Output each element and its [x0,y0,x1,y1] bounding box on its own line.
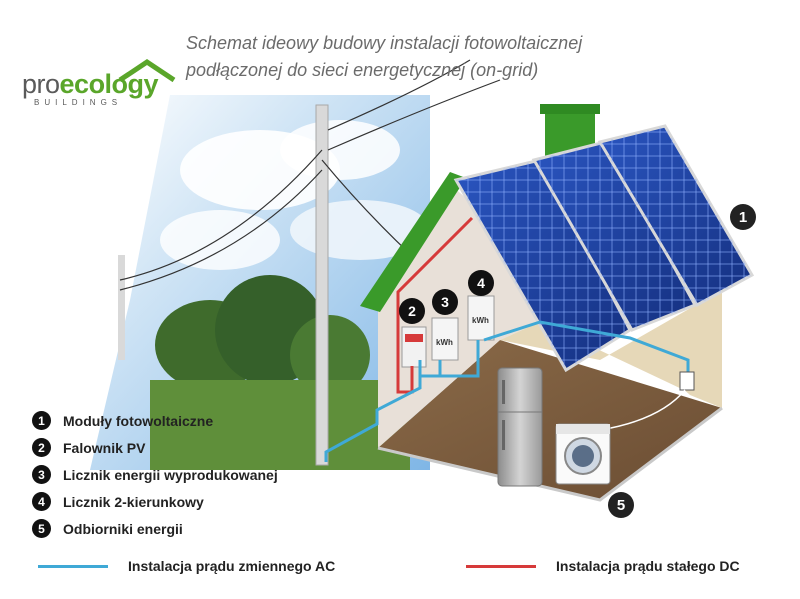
legend-label: Licznik 2-kierunkowy [63,493,204,510]
inverter-device [401,326,427,368]
legend-label: Moduły fotowoltaiczne [63,412,214,429]
meter-bidirectional [467,295,495,341]
legend-item: 4 Licznik 2-kierunkowy [32,488,278,515]
legend-label: Falownik PV [63,439,146,456]
legend-number: 5 [32,519,51,538]
ac-line-label: Instalacja prądu zmiennego AC [128,558,336,574]
refrigerator [497,367,543,487]
dc-line-label: Instalacja prądu stałego DC [556,558,740,574]
legend-item: 5 Odbiorniki energii [32,515,278,542]
legend-number: 4 [32,492,51,511]
logo-ecology: ecology [59,69,159,99]
meter-produced-label: kWh [436,338,453,347]
trees [150,275,410,470]
callout-meter-bidirectional: 4 [468,270,494,296]
legend-label: Odbiorniki energii [63,520,183,537]
dc-line-sample [466,564,536,568]
title-line-2: podłączonej do sieci energetycznej (on-g… [186,60,539,80]
callout-panels: 1 [730,204,756,230]
power-outlet [679,371,695,391]
logo-pro: pro [22,69,60,99]
ac-line-sample [38,564,108,568]
ac-line-legend: Instalacja prądu zmiennego AC [38,558,335,574]
back-wall [500,290,722,408]
meter-bidirectional-label: kWh [472,316,489,325]
legend-label: Licznik energii wyprodukowanej [63,466,278,483]
dc-line-legend: Instalacja prądu stałego DC [466,558,740,574]
floor [378,340,722,500]
house-roof-icon [118,58,176,83]
callout-receivers: 5 [608,492,634,518]
legend-number: 2 [32,438,51,457]
legend-number: 3 [32,465,51,484]
proecology-logo: proecology BUILDINGS [22,58,176,108]
diagram-title: Schemat ideowy budowy instalacji fotowol… [186,30,706,84]
legend-item: 2 Falownik PV [32,434,278,461]
legend-number: 1 [32,411,51,430]
title-line-1: Schemat ideowy budowy instalacji fotowol… [186,33,583,53]
legend-item: 3 Licznik energii wyprodukowanej [32,461,278,488]
logo-buildings: BUILDINGS [34,98,123,107]
callout-inverter: 2 [399,298,425,324]
meter-produced [431,317,459,361]
callout-meter-produced: 3 [432,289,458,315]
solar-panels [453,124,755,373]
washing-machine [555,423,611,485]
dc-cable [396,216,474,394]
roof-edge [360,172,466,312]
ac-cable [324,320,690,462]
component-legend: 1 Moduły fotowoltaiczne 2 Falownik PV 3 … [32,407,278,542]
legend-item: 1 Moduły fotowoltaiczne [32,407,278,434]
house [360,104,755,502]
